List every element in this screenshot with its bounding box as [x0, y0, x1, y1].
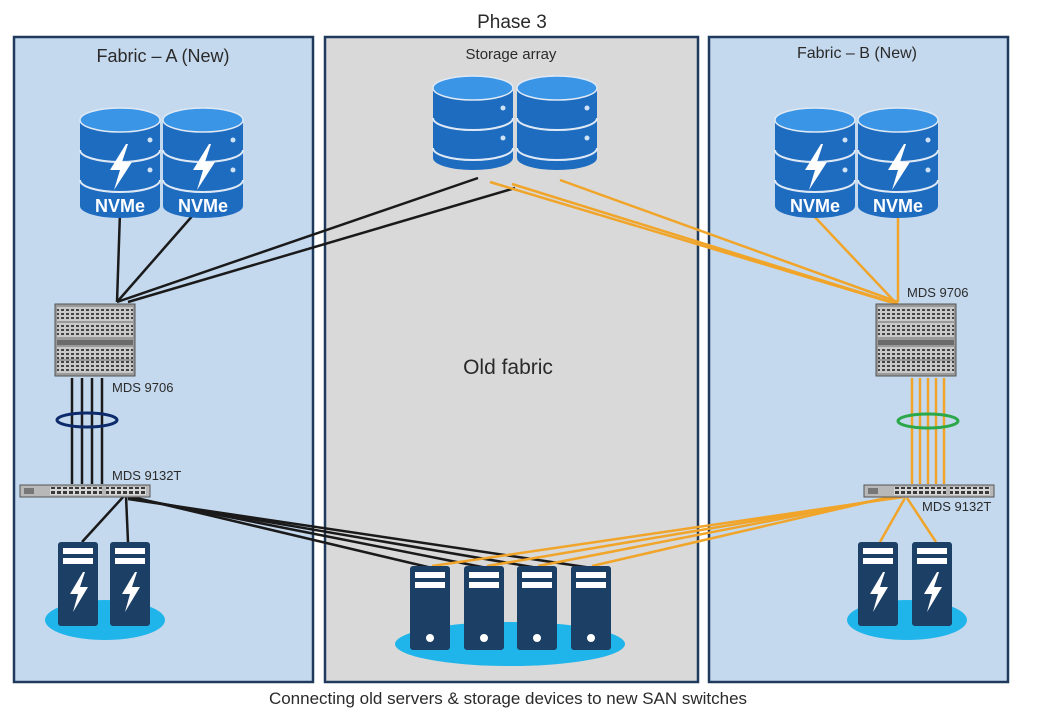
switch-a-label: MDS 9132T: [112, 468, 181, 483]
old-fabric-label: Old fabric: [463, 356, 553, 379]
fabric-a-label: Fabric – A (New): [96, 46, 229, 66]
nvme-label: NVMe: [790, 196, 840, 216]
servers-fabric-a: [45, 542, 165, 640]
switch-a-icon: [19, 484, 151, 498]
port-channel-b-ring: [896, 412, 960, 430]
nvme-label: NVMe: [178, 196, 228, 216]
port-channel-a-ring: [55, 411, 119, 429]
links-fabric-a: [70, 176, 593, 570]
director-a-label: MDS 9706: [112, 380, 173, 395]
links-fabric-b: [431, 178, 946, 568]
nvme-label: NVMe: [873, 196, 923, 216]
old-servers: [395, 566, 625, 666]
director-b-icon: [875, 303, 957, 377]
storage-array-label: Storage array: [466, 46, 557, 63]
director-a-icon: [54, 303, 136, 377]
nvme-array-b: NVMe NVMe: [774, 107, 939, 219]
diagram-caption: Connecting old servers & storage devices…: [269, 689, 747, 708]
switch-b-icon: [863, 484, 995, 498]
nvme-array-a: NVMe NVMe: [79, 107, 244, 219]
diagram-title: Phase 3: [477, 12, 547, 33]
fabric-b-label: Fabric – B (New): [797, 45, 917, 62]
servers-fabric-b: [847, 542, 967, 640]
director-b-label: MDS 9706: [907, 285, 968, 300]
nvme-label: NVMe: [95, 196, 145, 216]
switch-b-label: MDS 9132T: [922, 499, 991, 514]
